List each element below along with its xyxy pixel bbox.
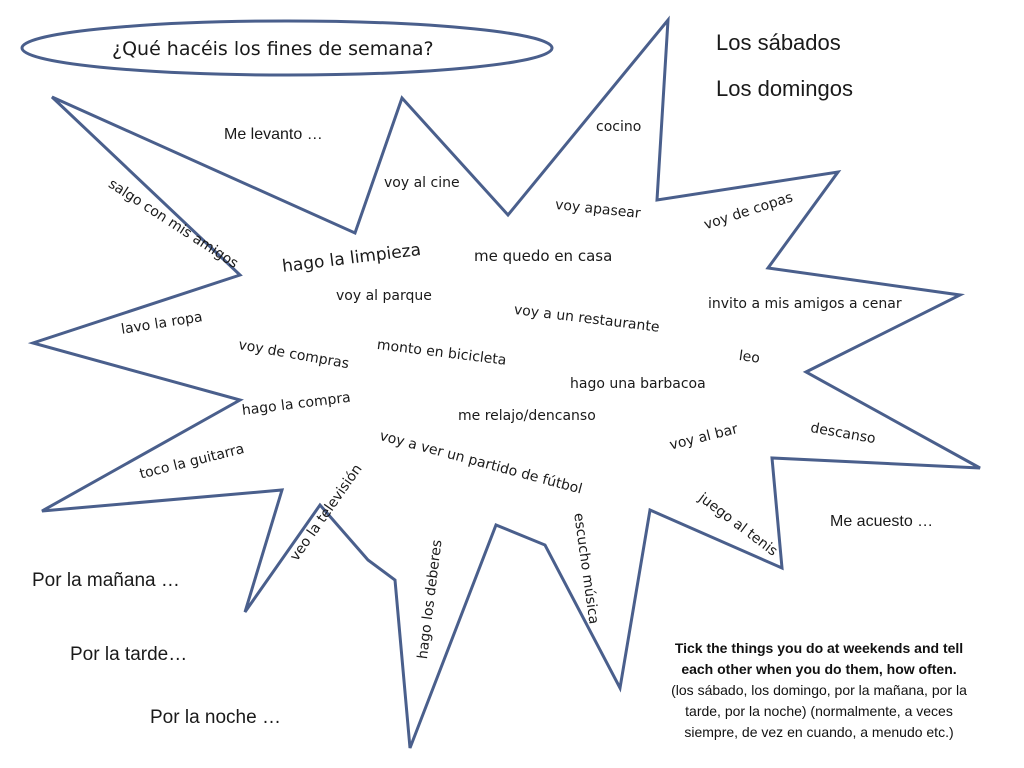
get-up-phrase: Me levanto … [224,126,323,143]
go-to-bed-phrase: Me acuesto … [830,513,934,530]
activity-me-quedo-en-casa: me quedo en casa [474,247,613,265]
night-phrase: Por la noche … [150,707,281,728]
morning-phrase: Por la mañana … [32,570,180,591]
instructions-line-1: Tick the things you do at weekends and t… [674,640,964,656]
title-ellipse [20,19,554,77]
instructions-line-4: tarde, por la noche) (normalmente, a vec… [685,703,953,719]
instructions-line-3: (los sábado, los domingo, por la mañana,… [671,682,967,698]
activity-me-relajo-dencanso: me relajo/dencanso [458,408,596,424]
activity-voy-al-parque: voy al parque [336,288,432,304]
activity-voy-al-cine: voy al cine [384,175,460,191]
afternoon-phrase: Por la tarde… [70,644,188,665]
instructions-line-2: each other when you do them, how often. [681,661,957,677]
starburst-outline [27,15,981,749]
day-sundays: Los domingos [716,76,853,101]
instructions-line-5: siempre, de vez en cuando, a menudo etc.… [684,724,954,740]
activity-invito-a-mis-amigos-a-cenar: invito a mis amigos a cenar [708,296,902,312]
activity-hago-una-barbacoa: hago una barbacoa [570,376,706,392]
day-saturdays: Los sábados [716,30,841,55]
instructions-block: Tick the things you do at weekends and t… [624,638,1014,743]
page-title: ¿Qué hacéis los fines de semana? [112,38,434,60]
activity-cocino: cocino [596,119,642,135]
activity-leo: leo [737,348,761,367]
